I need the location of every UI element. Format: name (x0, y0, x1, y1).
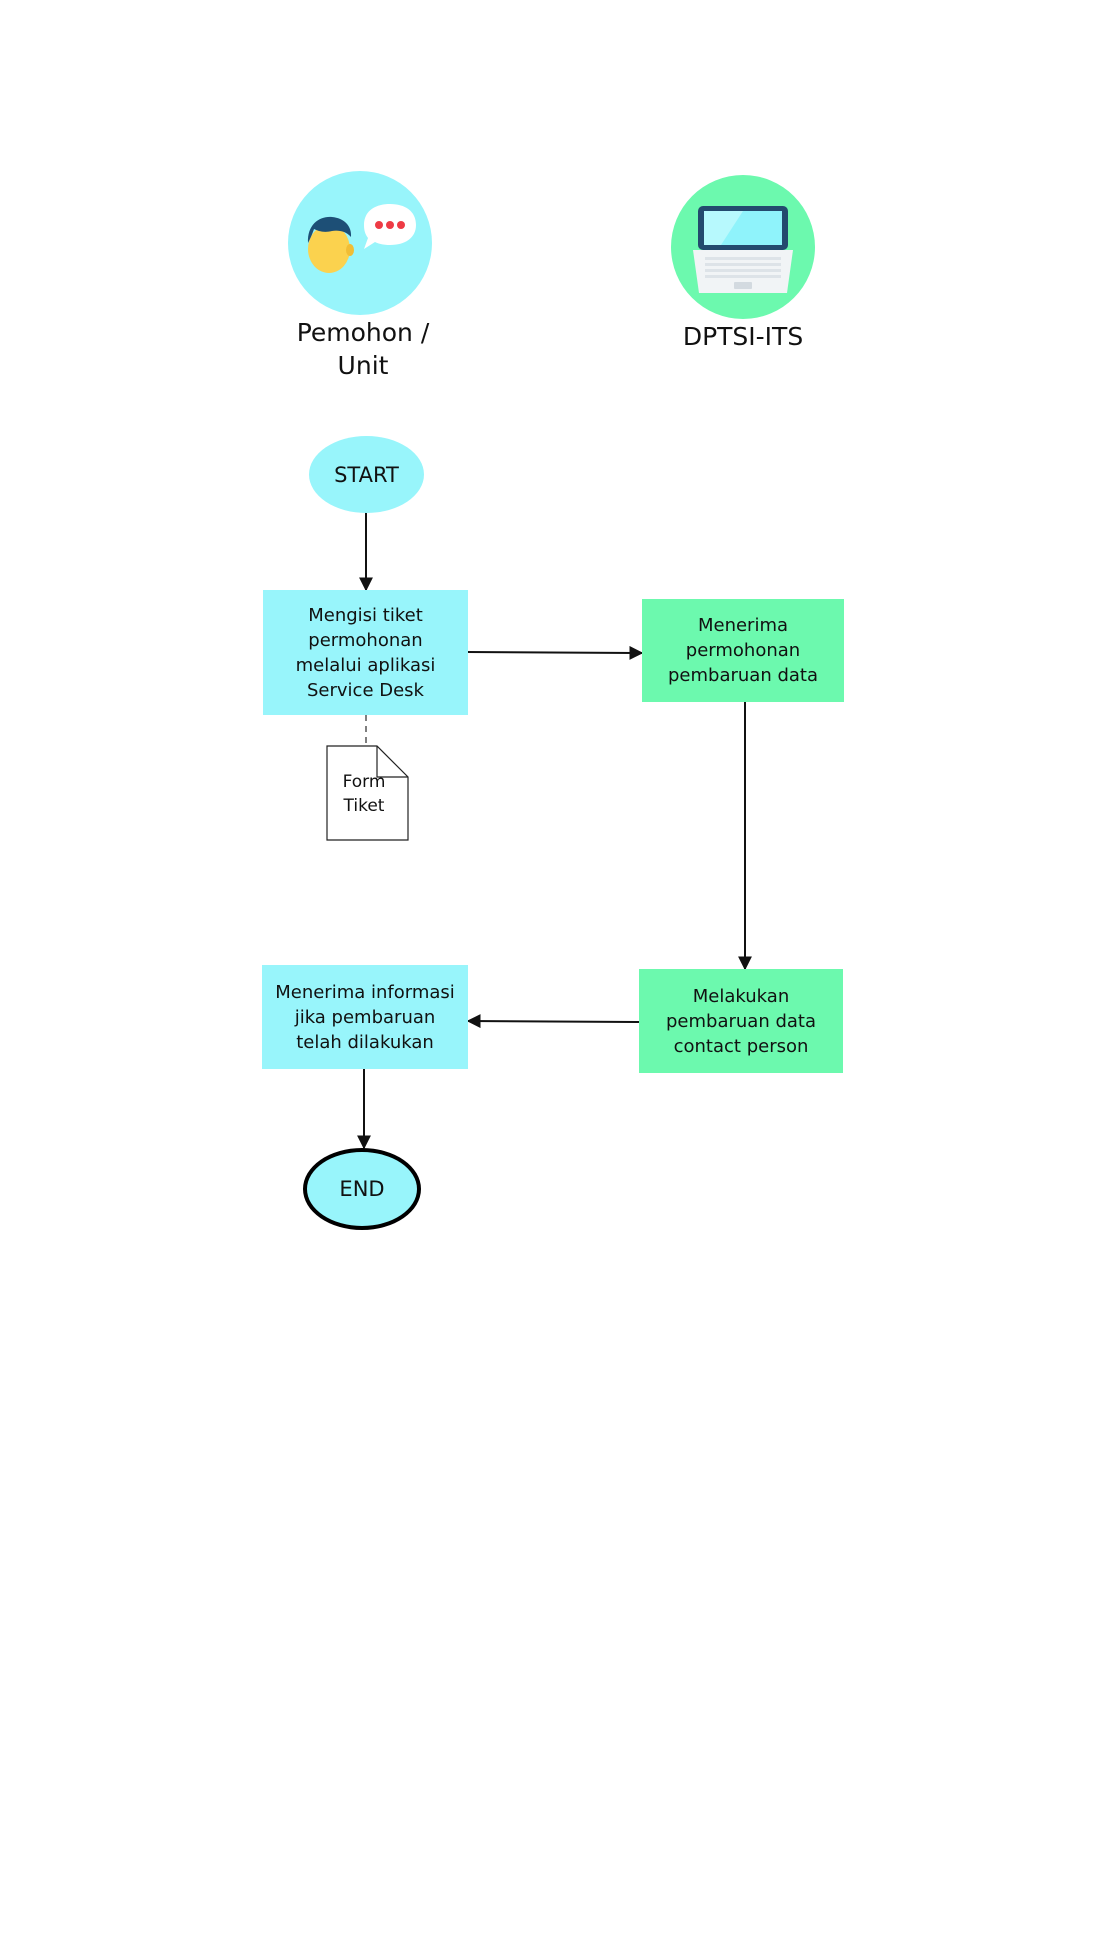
arrow-fill-ticket-to-receive-request (465, 645, 644, 660)
end-node: END (303, 1148, 421, 1230)
form-ticket-fold (376, 746, 408, 778)
receive-request-label: Menerima permohonan pembaruan data (667, 615, 818, 686)
fill-ticket-label: Mengisi tiket permohonan melalui aplikas… (295, 604, 436, 701)
requester-avatar-circle (288, 171, 432, 315)
receive-request-step: Menerima permohonan pembaruan data (642, 599, 844, 702)
start-node: START (309, 436, 424, 513)
start-label: START (334, 462, 399, 487)
laptop-icon (693, 206, 793, 293)
update-contact-step: Melakukan pembaruan data contact person (639, 969, 843, 1073)
requester-label: Pemohon / Unit (296, 318, 430, 380)
receive-info-label: Menerima informasi jika pembaruan telah … (275, 981, 455, 1053)
provider-avatar-circle (671, 175, 815, 319)
end-label: END (339, 1177, 385, 1201)
update-contact-label: Melakukan pembaruan data contact person (665, 985, 816, 1057)
form-ticket-label: Form Tiket (342, 772, 386, 816)
fill-ticket-step: Mengisi tiket permohonan melalui aplikas… (263, 590, 468, 715)
form-ticket-document (326, 745, 409, 841)
person-speech-icon (307, 204, 416, 273)
provider-label: DPTSI-ITS (682, 322, 804, 351)
arrow-update-to-receive-info (466, 1014, 640, 1029)
receive-info-step: Menerima informasi jika pembaruan telah … (262, 965, 468, 1069)
